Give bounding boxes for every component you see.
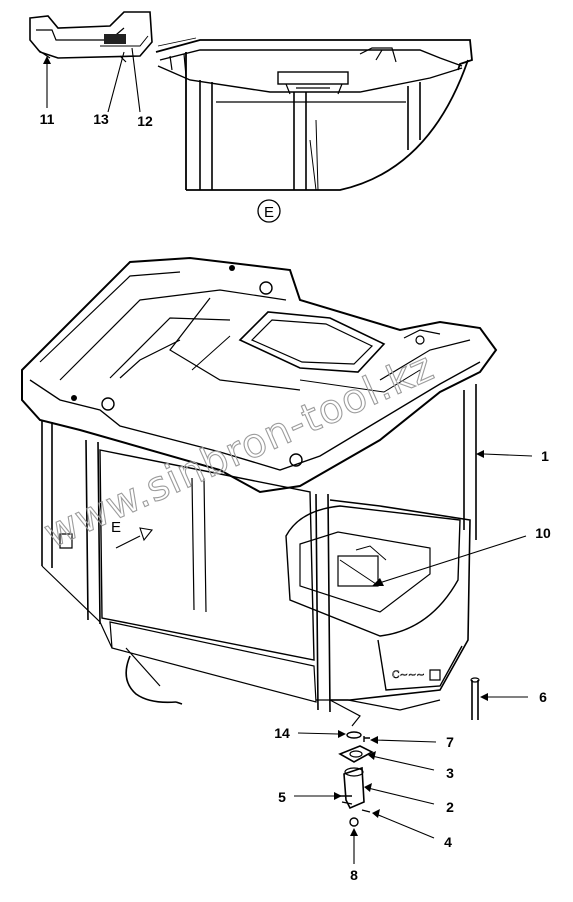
main-callout-8: 8 xyxy=(350,828,358,883)
callout-10: 10 xyxy=(535,525,551,541)
view-marker-e-label: E xyxy=(111,519,121,536)
view-marker-e: E xyxy=(111,519,154,549)
cab-door xyxy=(99,449,315,661)
callout-11: 11 xyxy=(40,111,55,127)
callout-4: 4 xyxy=(444,834,452,850)
detail-callout-13: 13 xyxy=(93,51,125,127)
roof-hatch xyxy=(238,311,386,373)
detail-corner-part xyxy=(29,11,153,63)
callout-6: 6 xyxy=(539,689,547,705)
callout-3: 3 xyxy=(446,765,454,781)
part-7-bolt xyxy=(363,736,370,742)
callout-12: 12 xyxy=(137,113,153,129)
callout-2: 2 xyxy=(446,799,454,815)
main-callout-3: 3 xyxy=(368,751,454,781)
roof-bolts xyxy=(71,265,425,467)
main-callout-7: 7 xyxy=(370,734,454,750)
main-callout-2: 2 xyxy=(364,783,454,815)
mount-assembly xyxy=(329,677,480,827)
callout-14: 14 xyxy=(274,725,290,741)
cab-front-pillar xyxy=(41,420,53,568)
main-callouts: 1 10 6 14 7 3 5 xyxy=(274,448,551,883)
cab-logo: C~~~ xyxy=(392,670,425,681)
cab-assembly: C~~~ E xyxy=(21,256,498,713)
part-4-screw xyxy=(361,809,371,813)
main-callout-1: 1 xyxy=(476,448,549,464)
detail-view-label: E xyxy=(257,199,281,223)
part-3-plate xyxy=(338,745,374,763)
detail-callout-11: 11 xyxy=(40,56,55,127)
callout-8: 8 xyxy=(350,867,358,883)
main-callout-14: 14 xyxy=(274,725,346,741)
main-callout-6: 6 xyxy=(480,689,547,705)
callout-13: 13 xyxy=(93,111,109,127)
callout-1: 1 xyxy=(541,448,549,464)
part-8-nut xyxy=(349,817,359,827)
cab-roof xyxy=(21,256,498,494)
callout-7: 7 xyxy=(446,734,454,750)
main-callout-10: 10 xyxy=(372,525,551,586)
detail-cab-corner xyxy=(155,37,473,191)
view-label-e: E xyxy=(264,204,274,221)
detail-view: 11 13 12 E xyxy=(29,11,473,223)
main-callout-4: 4 xyxy=(372,809,452,850)
main-callout-5: 5 xyxy=(278,789,342,805)
callout-5: 5 xyxy=(278,789,286,805)
part-6-pin xyxy=(471,680,479,720)
detail-callout-12: 12 xyxy=(131,47,153,129)
part-14-washer xyxy=(346,731,362,739)
cab-cable xyxy=(125,655,177,704)
